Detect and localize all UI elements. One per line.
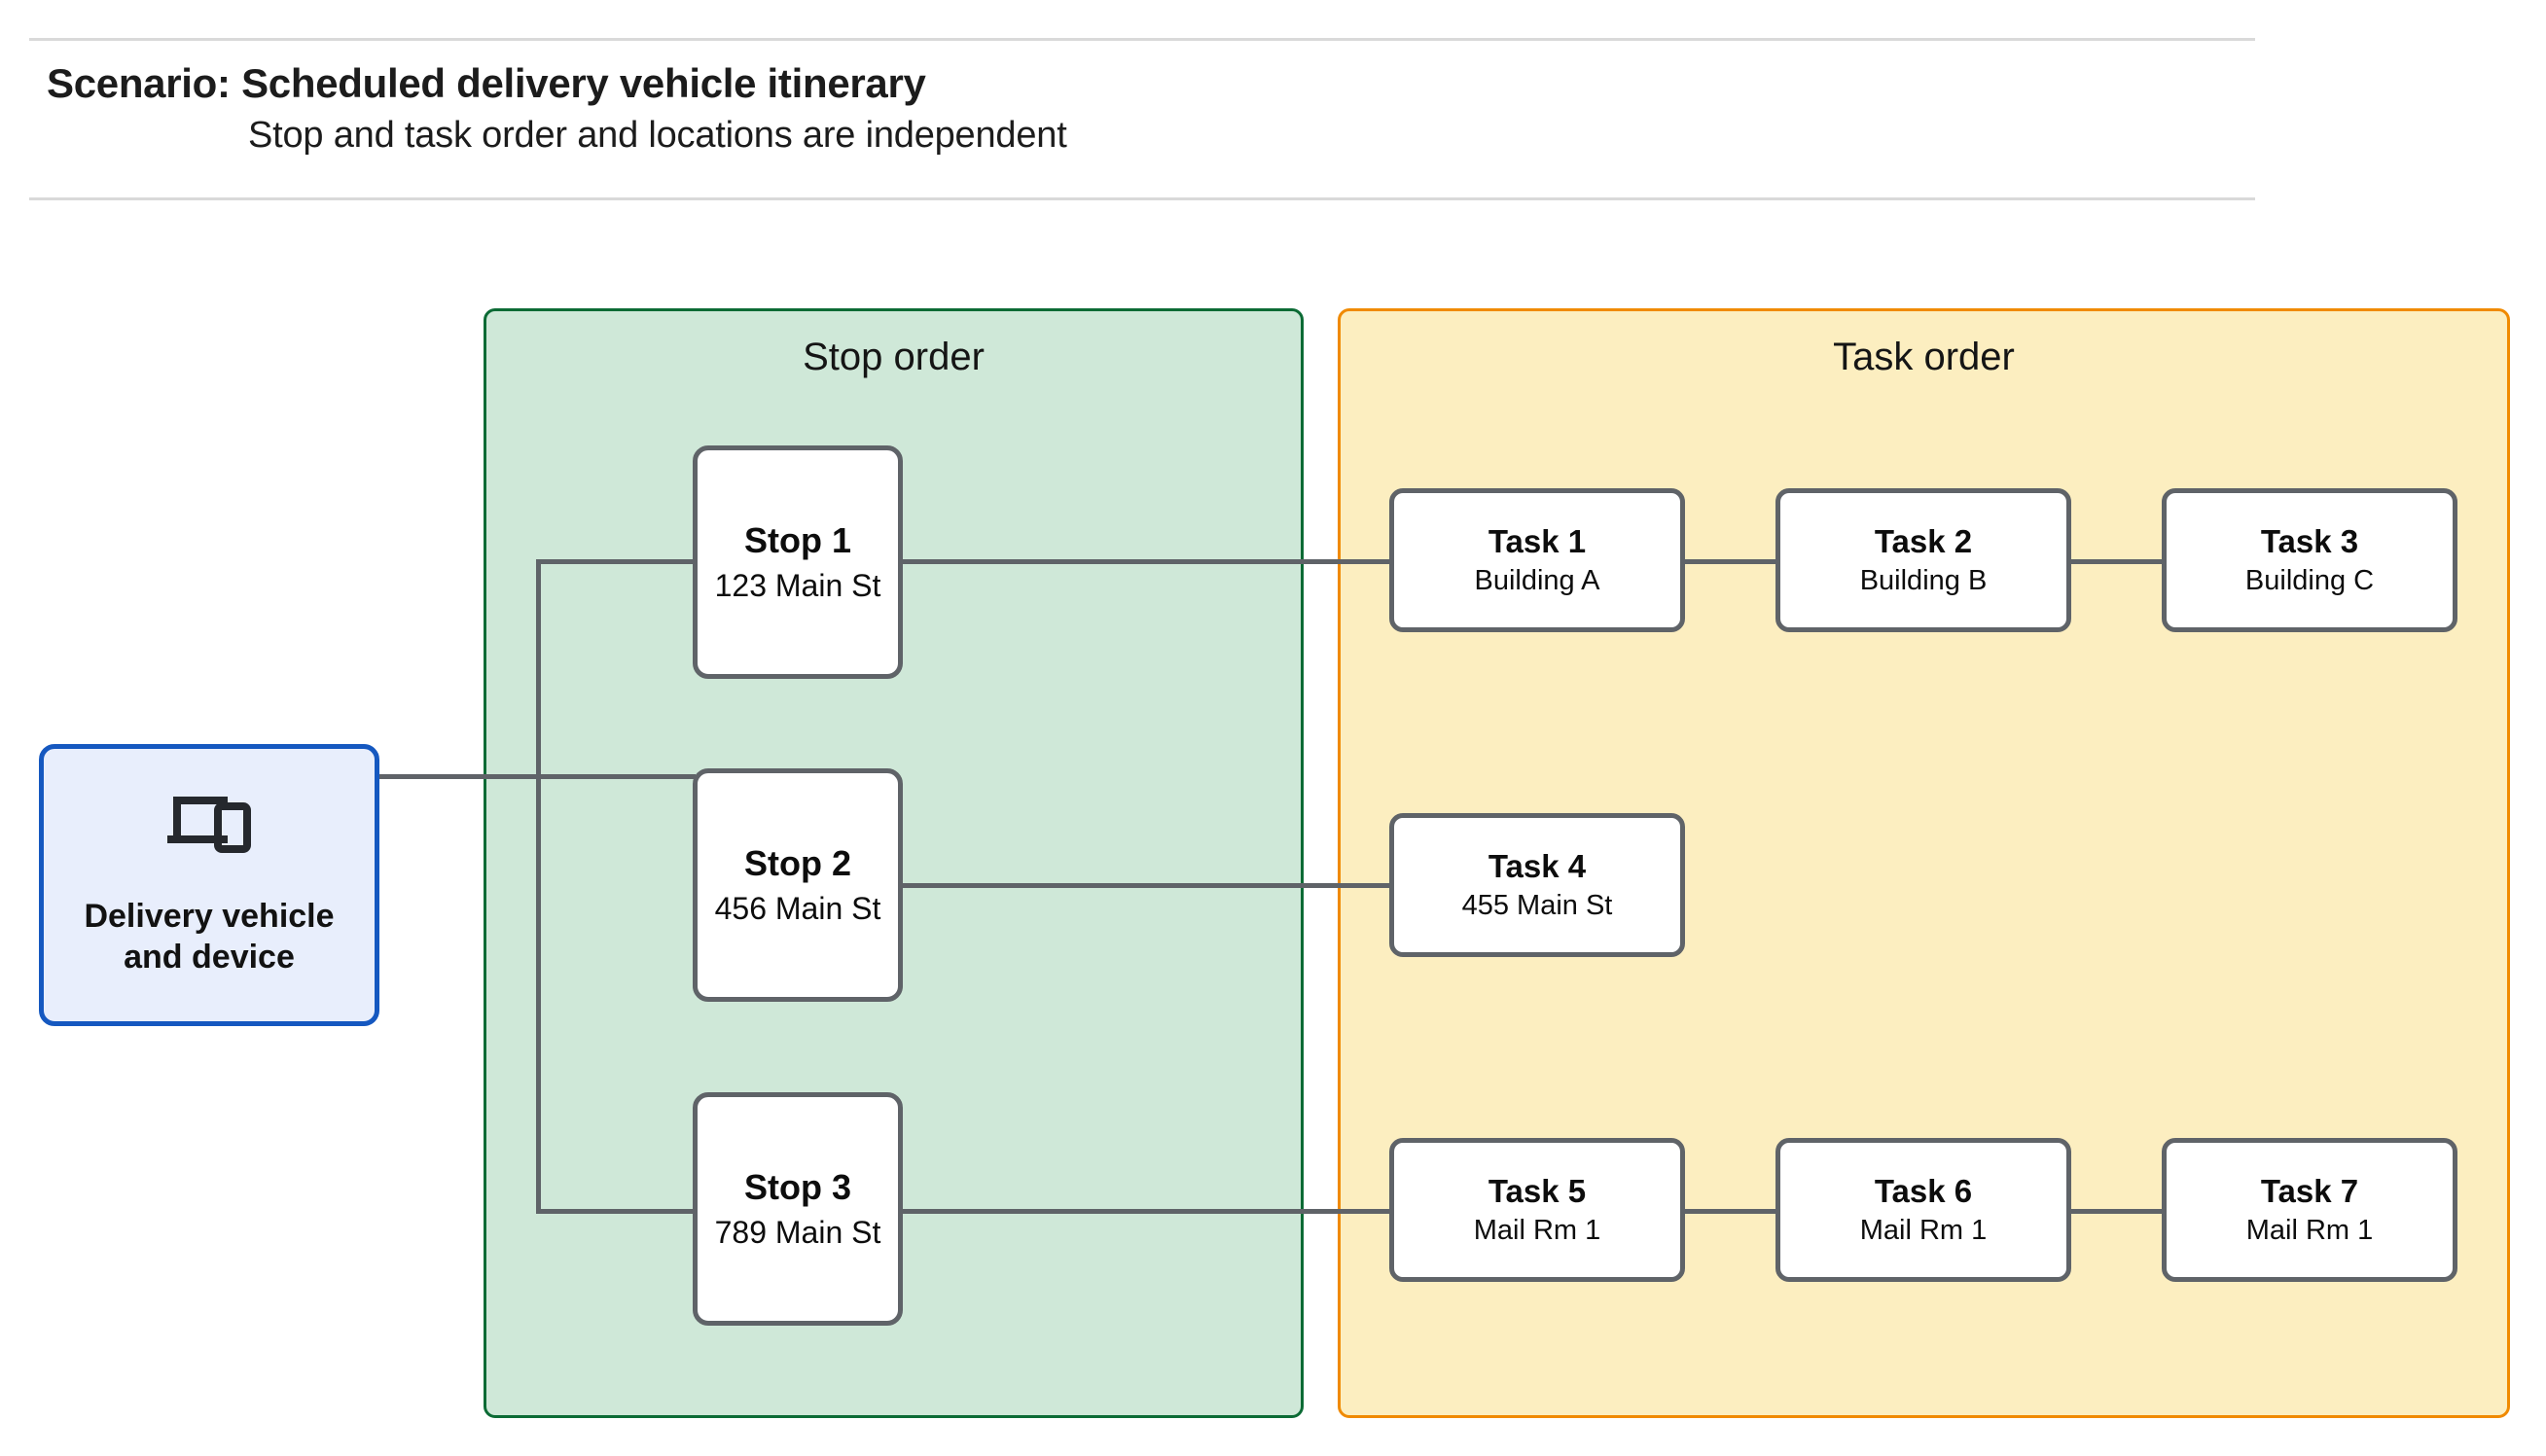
divider-bottom: [29, 197, 2255, 200]
connector-stop-3-to-task-5: [899, 1209, 1393, 1214]
task-node-title: Task 5: [1488, 1172, 1587, 1209]
stop-node-address: 789 Main St: [714, 1214, 881, 1250]
task-node-3[interactable]: Task 3 Building C: [2162, 488, 2457, 632]
task-node-location: Mail Rm 1: [2245, 1214, 2374, 1246]
stop-node-address: 456 Main St: [714, 890, 881, 926]
stop-order-group-title: Stop order: [803, 336, 985, 378]
stop-node-title: Stop 1: [743, 520, 851, 561]
task-node-location: Building B: [1859, 564, 1988, 596]
divider-top: [29, 38, 2255, 41]
task-node-title: Task 2: [1874, 522, 1973, 559]
task-node-title: Task 7: [2260, 1172, 2359, 1209]
delivery-vehicle-label-line2: and device: [124, 939, 295, 976]
connector-trunk-vertical: [536, 559, 541, 1214]
stop-node-address: 123 Main St: [714, 567, 881, 603]
task-node-title: Task 3: [2260, 522, 2359, 559]
connector-task-2-to-task-3: [2067, 559, 2166, 564]
task-order-group-title: Task order: [1833, 336, 2015, 378]
task-node-1[interactable]: Task 1 Building A: [1389, 488, 1685, 632]
task-node-title: Task 1: [1488, 522, 1587, 559]
page-title: Scenario: Scheduled delivery vehicle iti…: [47, 60, 926, 106]
connector-stop-2-to-task-4: [899, 883, 1393, 888]
connector-task-1-to-task-2: [1681, 559, 1779, 564]
stop-node-2[interactable]: Stop 2 456 Main St: [693, 768, 903, 1002]
connector-task-5-to-task-6: [1681, 1209, 1779, 1214]
connector-trunk-to-stop-3: [536, 1209, 698, 1214]
task-node-location: Mail Rm 1: [1473, 1214, 1601, 1246]
task-node-title: Task 4: [1488, 847, 1587, 884]
delivery-vehicle-node[interactable]: Delivery vehicle and device: [39, 744, 379, 1026]
stop-node-1[interactable]: Stop 1 123 Main St: [693, 445, 903, 679]
connector-trunk-to-stop-1: [536, 559, 698, 564]
task-node-7[interactable]: Task 7 Mail Rm 1: [2162, 1138, 2457, 1282]
connector-task-6-to-task-7: [2067, 1209, 2166, 1214]
delivery-vehicle-label-line1: Delivery vehicle: [84, 897, 335, 935]
task-node-title: Task 6: [1874, 1172, 1973, 1209]
task-node-5[interactable]: Task 5 Mail Rm 1: [1389, 1138, 1685, 1282]
stop-node-title: Stop 2: [743, 843, 851, 884]
delivery-vehicle-label: Delivery vehicle and device: [84, 896, 334, 978]
connector-stop-1-to-task-1: [899, 559, 1393, 564]
devices-icon: [167, 793, 251, 853]
task-node-location: Mail Rm 1: [1859, 1214, 1988, 1246]
task-node-location: Building C: [2244, 564, 2375, 596]
task-node-4[interactable]: Task 4 455 Main St: [1389, 813, 1685, 957]
stop-node-title: Stop 3: [743, 1167, 851, 1208]
task-node-6[interactable]: Task 6 Mail Rm 1: [1775, 1138, 2071, 1282]
page-subtitle: Stop and task order and locations are in…: [248, 115, 1067, 156]
task-node-location: Building A: [1474, 564, 1600, 596]
task-node-location: 455 Main St: [1461, 889, 1613, 921]
stop-node-3[interactable]: Stop 3 789 Main St: [693, 1092, 903, 1326]
task-node-2[interactable]: Task 2 Building B: [1775, 488, 2071, 632]
